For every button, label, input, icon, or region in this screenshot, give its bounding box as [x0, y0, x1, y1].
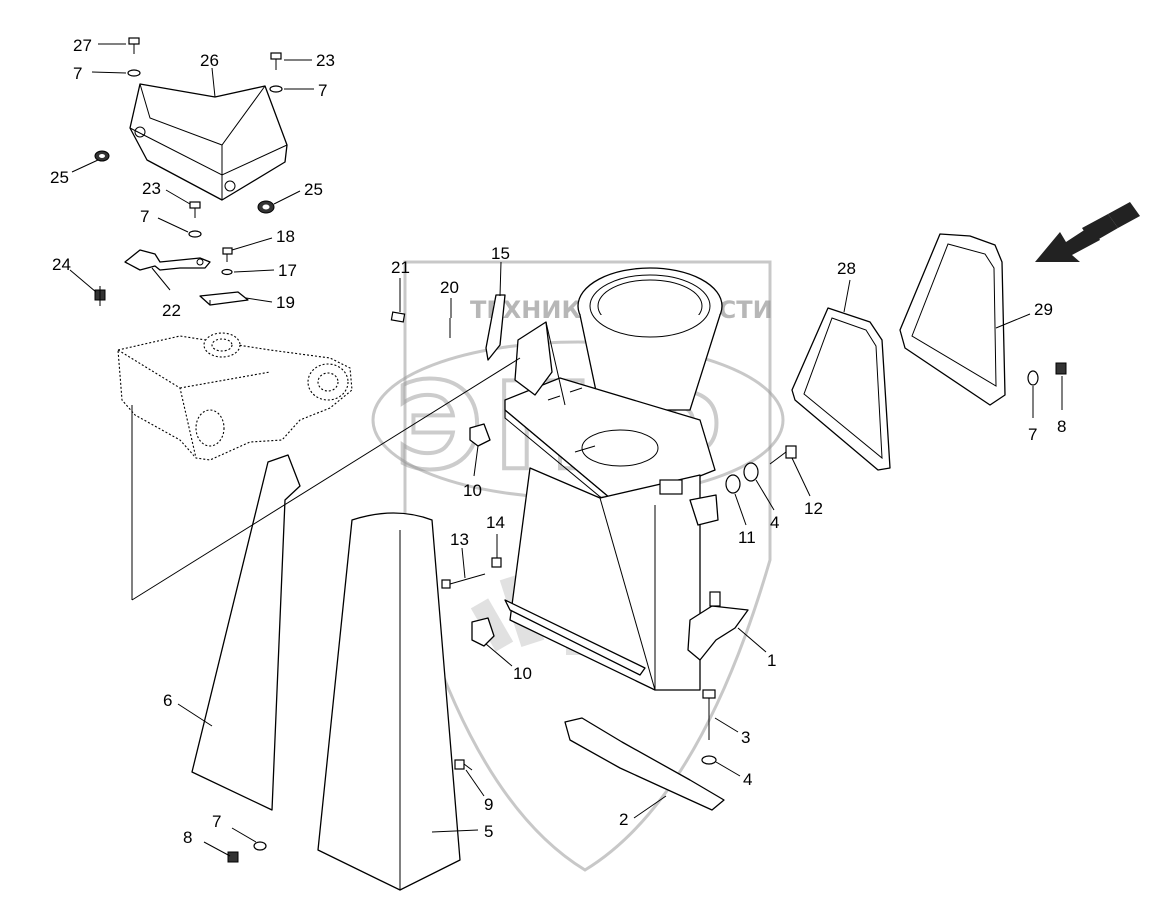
seal-28-icon: [791, 307, 891, 471]
bolt-3-icon: [702, 689, 716, 740]
connector-24-icon: [94, 286, 106, 306]
callout-10: 10: [463, 481, 482, 500]
bolt-21-icon: [390, 311, 406, 323]
nut-14-icon: [491, 557, 502, 568]
callout-19: 19: [276, 293, 295, 312]
nut-8-icon: [227, 851, 239, 863]
callout-17: 17: [278, 261, 297, 280]
cover-5-icon: [317, 512, 461, 891]
washer-17-icon: [221, 268, 233, 276]
callout-8: 8: [1057, 417, 1066, 436]
callout-7: 7: [212, 812, 221, 831]
callout-25: 25: [50, 168, 69, 187]
grommet-25-icon: [257, 200, 275, 214]
cover-26-icon: [129, 83, 288, 201]
plate-2-icon: [564, 717, 725, 811]
callout-10: 10: [513, 664, 532, 683]
callout-6: 6: [163, 691, 172, 710]
callout-8: 8: [183, 828, 192, 847]
callout-9: 9: [484, 795, 493, 814]
callout-25: 25: [304, 180, 323, 199]
washer-7-icon: [127, 69, 141, 77]
callout-5: 5: [484, 822, 493, 841]
main-frame-icon: [504, 267, 749, 691]
cover-assembly: [94, 37, 288, 306]
callout-3: 3: [741, 728, 750, 747]
callout-24: 24: [52, 255, 71, 274]
bracket-10-icon: [471, 617, 495, 647]
gearbox-icon: [117, 332, 353, 600]
washer-7-icon: [253, 841, 267, 851]
callout-labels: 27 7 26 23 7 25 23 25 7 18 24 17 22 19 2…: [50, 36, 1066, 847]
washer-7-icon: [269, 85, 283, 93]
seal-29-icon: [899, 233, 1006, 406]
callout-1: 1: [767, 651, 776, 670]
bolt-23-icon: [189, 201, 201, 218]
grommet-25-icon: [94, 150, 110, 162]
callout-23: 23: [316, 51, 335, 70]
nut-8-icon: [1055, 362, 1067, 375]
callout-29: 29: [1034, 300, 1053, 319]
washer-7-icon: [188, 230, 202, 238]
bolt-9-icon: [454, 759, 473, 771]
callout-26: 26: [200, 51, 219, 70]
bolt-27-icon: [128, 37, 140, 54]
callout-11: 11: [738, 528, 756, 547]
bolt-13-icon: [441, 573, 486, 589]
callout-4: 4: [743, 770, 752, 789]
callout-21: 21: [391, 258, 410, 277]
callout-13: 13: [450, 530, 469, 549]
callout-14: 14: [486, 513, 505, 532]
washer-4-icon: [701, 755, 717, 765]
direction-arrow-icon: [1035, 202, 1140, 262]
bracket-10-icon: [469, 423, 491, 447]
callout-20: 20: [440, 278, 459, 297]
callout-28: 28: [837, 259, 856, 278]
bracket-22-icon: [124, 249, 211, 271]
callout-7: 7: [318, 81, 327, 100]
callout-4: 4: [770, 513, 779, 532]
callout-23: 23: [142, 179, 161, 198]
callout-7: 7: [73, 64, 82, 83]
cover-6-icon: [191, 454, 301, 811]
callout-7: 7: [140, 207, 149, 226]
callout-18: 18: [276, 227, 295, 246]
washer-7-icon: [1027, 370, 1039, 386]
washer-4-icon: [743, 462, 759, 482]
bolt-23-icon: [270, 52, 282, 70]
callout-7: 7: [1028, 425, 1037, 444]
callout-15: 15: [491, 244, 510, 263]
strip-15-icon: [485, 294, 506, 361]
bolt-12-icon: [769, 445, 797, 465]
callout-22: 22: [162, 301, 181, 320]
plate-19-icon: [199, 291, 249, 306]
callout-2: 2: [619, 810, 628, 829]
callout-27: 27: [73, 36, 92, 55]
callout-12: 12: [804, 499, 823, 518]
washer-11-icon: [725, 474, 741, 494]
leader-lines: [69, 43, 1063, 857]
bolt-18-icon: [222, 247, 233, 262]
